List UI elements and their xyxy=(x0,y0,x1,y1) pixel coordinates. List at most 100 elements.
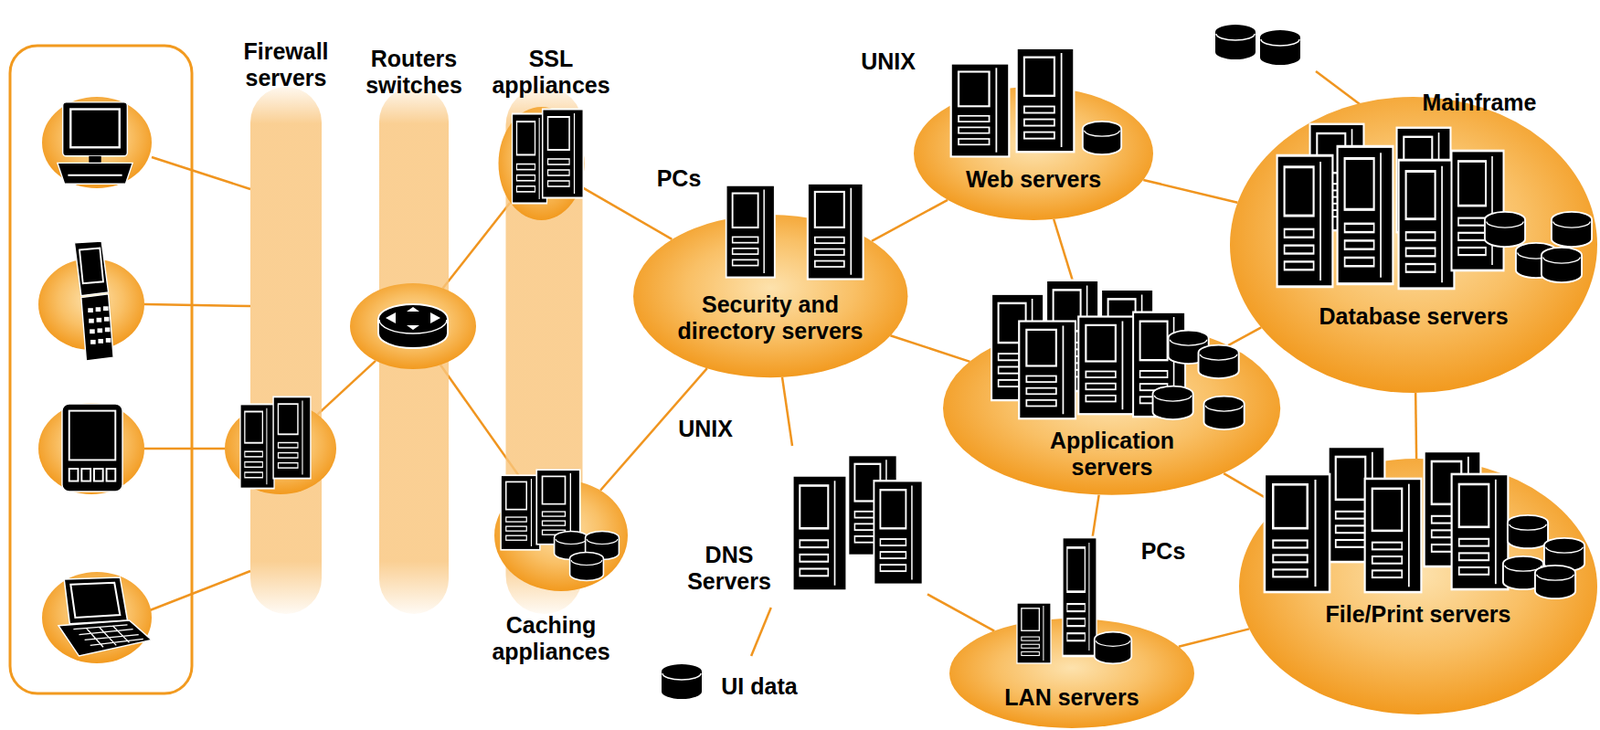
server-icon xyxy=(873,480,922,584)
node-shape xyxy=(913,86,1154,221)
db-icon xyxy=(570,552,604,582)
node-label: Caching appliances xyxy=(489,612,614,666)
server-icon xyxy=(1451,150,1505,271)
phone-icon xyxy=(74,241,114,361)
database-icon xyxy=(1259,29,1302,66)
node-label: Application servers xyxy=(1043,427,1181,481)
db-icon xyxy=(1082,121,1122,155)
server-icon xyxy=(1451,474,1509,590)
db-icon xyxy=(1535,565,1576,599)
device-disc xyxy=(42,572,152,664)
node-label: SSL appliances xyxy=(489,45,614,99)
server-icon xyxy=(1079,317,1136,415)
group-bounds xyxy=(680,445,928,608)
platform-label: UNIX xyxy=(858,48,919,75)
db-icon xyxy=(660,663,703,700)
link-line xyxy=(751,607,772,657)
db-icon xyxy=(1507,515,1548,549)
node-label: Routers switches xyxy=(359,45,469,99)
desktop-icon xyxy=(57,102,133,184)
db-icon xyxy=(1551,211,1592,247)
server-icon xyxy=(511,114,547,204)
node-label: Security and directory servers xyxy=(674,291,867,345)
server-icon xyxy=(1337,146,1394,284)
server-icon xyxy=(725,185,774,278)
device-link xyxy=(144,304,251,307)
device-link xyxy=(151,157,251,190)
server-icon xyxy=(1365,478,1422,593)
db-icon xyxy=(1204,396,1245,430)
link-line xyxy=(443,202,511,289)
link-line xyxy=(927,593,995,631)
node-label: UI data xyxy=(720,673,797,700)
device-frame xyxy=(10,45,192,694)
platform-label: UNIX xyxy=(675,415,736,443)
label-holder: Mainframe xyxy=(1419,89,1539,117)
label-holder: PCs xyxy=(654,165,705,192)
node-shape xyxy=(1239,458,1598,715)
router-band: Routers switches xyxy=(353,45,475,615)
link-line xyxy=(1143,180,1238,203)
application-cluster: Application servers xyxy=(943,321,1281,496)
file-print-cluster: File/Print servers xyxy=(1239,458,1598,715)
db-icon xyxy=(1094,632,1132,665)
server-icon xyxy=(1017,48,1075,152)
server-icon xyxy=(1062,537,1097,657)
cluster-ellipse xyxy=(1239,458,1598,715)
device-disc xyxy=(38,402,145,495)
dns-group: DNS Servers xyxy=(680,445,928,608)
lan-cluster: LAN servers xyxy=(949,618,1195,729)
db-icon xyxy=(1541,247,1582,283)
firewall-band: Firewall servers xyxy=(230,38,342,615)
server-icon xyxy=(1398,159,1455,289)
node-label: File/Print servers xyxy=(1325,601,1512,628)
server-icon xyxy=(793,475,848,591)
ssl-band: SSL appliancesCaching appliances xyxy=(476,45,612,615)
server-icon xyxy=(541,109,583,199)
security-cluster: Security and directory servers xyxy=(633,214,908,378)
link-line xyxy=(1228,327,1261,346)
link-line xyxy=(580,186,672,240)
database-icon xyxy=(1214,23,1257,61)
link-line xyxy=(782,377,793,446)
device-link xyxy=(149,571,251,611)
node-label: LAN servers xyxy=(1004,684,1139,711)
label-holder: UNIX xyxy=(675,415,736,443)
node-label: DNS Servers xyxy=(683,541,775,595)
db-icon xyxy=(1484,211,1526,247)
web-cluster: Web servers xyxy=(913,86,1154,221)
server-icon xyxy=(1017,603,1051,664)
node-shape xyxy=(494,479,628,592)
platform-label: Mainframe xyxy=(1419,89,1539,117)
link-line xyxy=(317,360,376,415)
link-line xyxy=(1178,628,1250,647)
ui-data-store: UI data xyxy=(656,656,823,715)
router-icon xyxy=(378,304,448,349)
device-link xyxy=(144,447,225,451)
device-disc xyxy=(42,96,152,189)
server-icon xyxy=(500,475,541,550)
cluster-ellipse xyxy=(1229,96,1598,393)
db-icon xyxy=(1198,345,1240,379)
link-line xyxy=(890,335,970,362)
server-icon xyxy=(1019,321,1077,420)
pda-icon xyxy=(62,403,123,492)
node-label: Database servers xyxy=(1318,303,1508,330)
server-icon xyxy=(807,183,864,280)
platform-label: PCs xyxy=(654,165,705,192)
server-icon xyxy=(951,63,1010,158)
node-shape xyxy=(1229,96,1598,393)
node-label: Firewall servers xyxy=(235,38,337,92)
platform-label: PCs xyxy=(1138,538,1189,565)
label-holder: UNIX xyxy=(858,48,919,75)
db-icon xyxy=(1153,386,1194,420)
label-holder: PCs xyxy=(1138,538,1189,565)
server-icon xyxy=(273,396,311,478)
link-line xyxy=(871,200,948,242)
tier-disc xyxy=(349,283,477,370)
tier-disc xyxy=(498,106,584,221)
caching-cluster: Caching appliances xyxy=(494,479,628,592)
database-cluster: Database servers xyxy=(1229,96,1598,393)
